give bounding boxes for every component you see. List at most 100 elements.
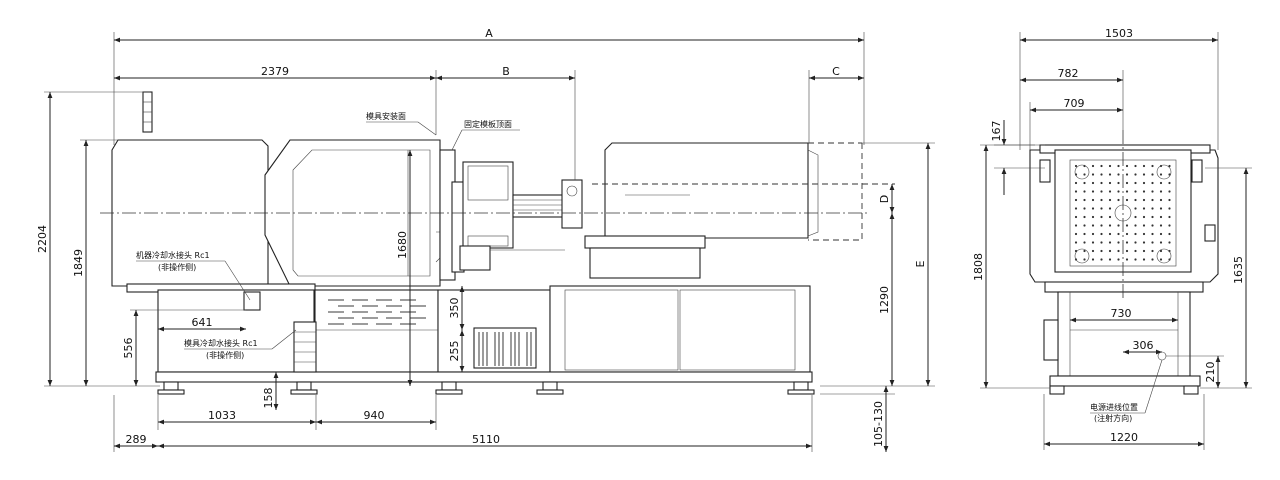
dim-255: 255: [448, 341, 461, 362]
tapped-hole: [1117, 164, 1120, 168]
dim-1680: 1680: [396, 231, 409, 259]
dim-C: C: [832, 65, 840, 78]
dim-167: 167: [990, 121, 1003, 142]
tapped-hole: [1168, 215, 1171, 219]
dim-5110: 5110: [472, 433, 500, 446]
tapped-hole: [1091, 207, 1095, 210]
tapped-hole: [1108, 164, 1112, 168]
tapped-hole: [1100, 249, 1103, 253]
tapped-hole: [1091, 181, 1095, 185]
tapped-hole: [1134, 224, 1137, 227]
tapped-hole: [1142, 198, 1146, 202]
tapped-hole: [1074, 190, 1078, 193]
tapped-hole: [1125, 241, 1129, 244]
tapped-hole: [1159, 207, 1163, 210]
tapped-hole: [1074, 241, 1078, 244]
dim-158: 158: [262, 388, 275, 409]
tapped-hole: [1159, 249, 1163, 253]
tapped-hole: [1151, 207, 1154, 210]
tapped-hole: [1117, 249, 1120, 253]
tapped-hole: [1083, 224, 1086, 227]
vent-slots: [328, 299, 426, 325]
tapped-hole: [1100, 198, 1103, 202]
tapped-hole: [1134, 215, 1137, 219]
dim-730: 730: [1111, 307, 1132, 320]
dim-1808: 1808: [972, 253, 985, 281]
dim-2379: 2379: [261, 65, 289, 78]
tapped-hole: [1168, 224, 1171, 227]
tapped-hole: [1117, 258, 1120, 261]
tapped-hole: [1083, 190, 1086, 193]
side-view-dimensions: A 2379 B C 2204 1849 1680 350 255 1290 D: [36, 27, 935, 452]
tapped-hole: [1142, 249, 1146, 253]
tapped-hole: [1108, 190, 1112, 193]
dim-306: 306: [1133, 339, 1154, 352]
dim-A: A: [485, 27, 493, 40]
dim-1635: 1635: [1232, 256, 1245, 284]
label-fixed-platen-top: 固定模板顶面: [464, 119, 512, 129]
tapped-hole: [1091, 190, 1095, 193]
tapped-hole: [1074, 232, 1078, 236]
tapped-hole: [1142, 232, 1146, 236]
tapped-hole: [1134, 249, 1137, 253]
tapped-hole: [1151, 198, 1154, 202]
tapped-hole: [1100, 232, 1103, 236]
tapped-hole: [1125, 190, 1129, 193]
dim-940: 940: [364, 409, 385, 422]
tapped-hole: [1151, 224, 1154, 227]
tapped-hole: [1134, 198, 1137, 202]
tapped-hole: [1151, 173, 1154, 176]
tapped-hole: [1117, 198, 1120, 202]
tapped-hole: [1168, 241, 1171, 244]
dim-105-130: 105-130: [872, 401, 885, 447]
side-view-annotations: 模具安装面 固定模板顶面 机器冷却水接头 Rc1 (非操作侧) 模具冷却水接头 …: [136, 111, 520, 360]
tapped-hole: [1134, 173, 1137, 176]
tapped-hole: [1168, 232, 1171, 236]
tapped-hole: [1100, 173, 1103, 176]
dim-1220: 1220: [1110, 431, 1138, 444]
tapped-hole: [1142, 224, 1146, 227]
tapped-hole: [1091, 164, 1095, 168]
label-mold-cooling: 模具冷却水接头 Rc1: [184, 338, 258, 348]
dim-289: 289: [126, 433, 147, 446]
tapped-hole: [1159, 258, 1163, 261]
tapped-hole: [1100, 215, 1103, 219]
tapped-hole: [1108, 258, 1112, 261]
tapped-hole: [1125, 224, 1129, 227]
tapped-hole: [1151, 190, 1154, 193]
dim-D: D: [878, 195, 891, 203]
label-machine-cooling: 机器冷却水接头 Rc1: [136, 250, 210, 260]
tapped-hole: [1083, 258, 1086, 261]
label-mold-mount-face: 模具安装面: [366, 111, 406, 121]
dim-1503: 1503: [1105, 27, 1133, 40]
tapped-hole: [1091, 173, 1095, 176]
dim-556: 556: [122, 338, 135, 359]
dim-2204: 2204: [36, 225, 49, 253]
tapped-hole: [1159, 198, 1163, 202]
tapped-hole: [1091, 241, 1095, 244]
mold-cooling-manifold: [293, 321, 317, 373]
tapped-hole: [1083, 215, 1086, 219]
tapped-hole: [1100, 164, 1103, 168]
tapped-hole: [1159, 232, 1163, 236]
dim-B: B: [502, 65, 510, 78]
tapped-hole: [1159, 181, 1163, 185]
max-open-stroke: [808, 142, 863, 241]
tapped-hole: [1108, 224, 1112, 227]
tapped-hole: [1134, 181, 1137, 185]
tapped-hole: [1083, 249, 1086, 253]
tapped-hole: [1142, 215, 1146, 219]
tapped-hole: [1151, 258, 1154, 261]
tapped-hole: [1134, 190, 1137, 193]
tapped-hole: [1134, 241, 1137, 244]
tapped-hole: [1134, 164, 1137, 168]
tapped-hole: [1159, 241, 1163, 244]
tapped-hole: [1125, 232, 1129, 236]
dim-350: 350: [448, 298, 461, 319]
tapped-hole: [1125, 173, 1129, 176]
dim-1849: 1849: [72, 249, 85, 277]
tapped-hole: [1108, 198, 1112, 202]
signal-tower: [142, 91, 153, 133]
tapped-hole: [1151, 164, 1154, 168]
tapped-hole: [1125, 198, 1129, 202]
